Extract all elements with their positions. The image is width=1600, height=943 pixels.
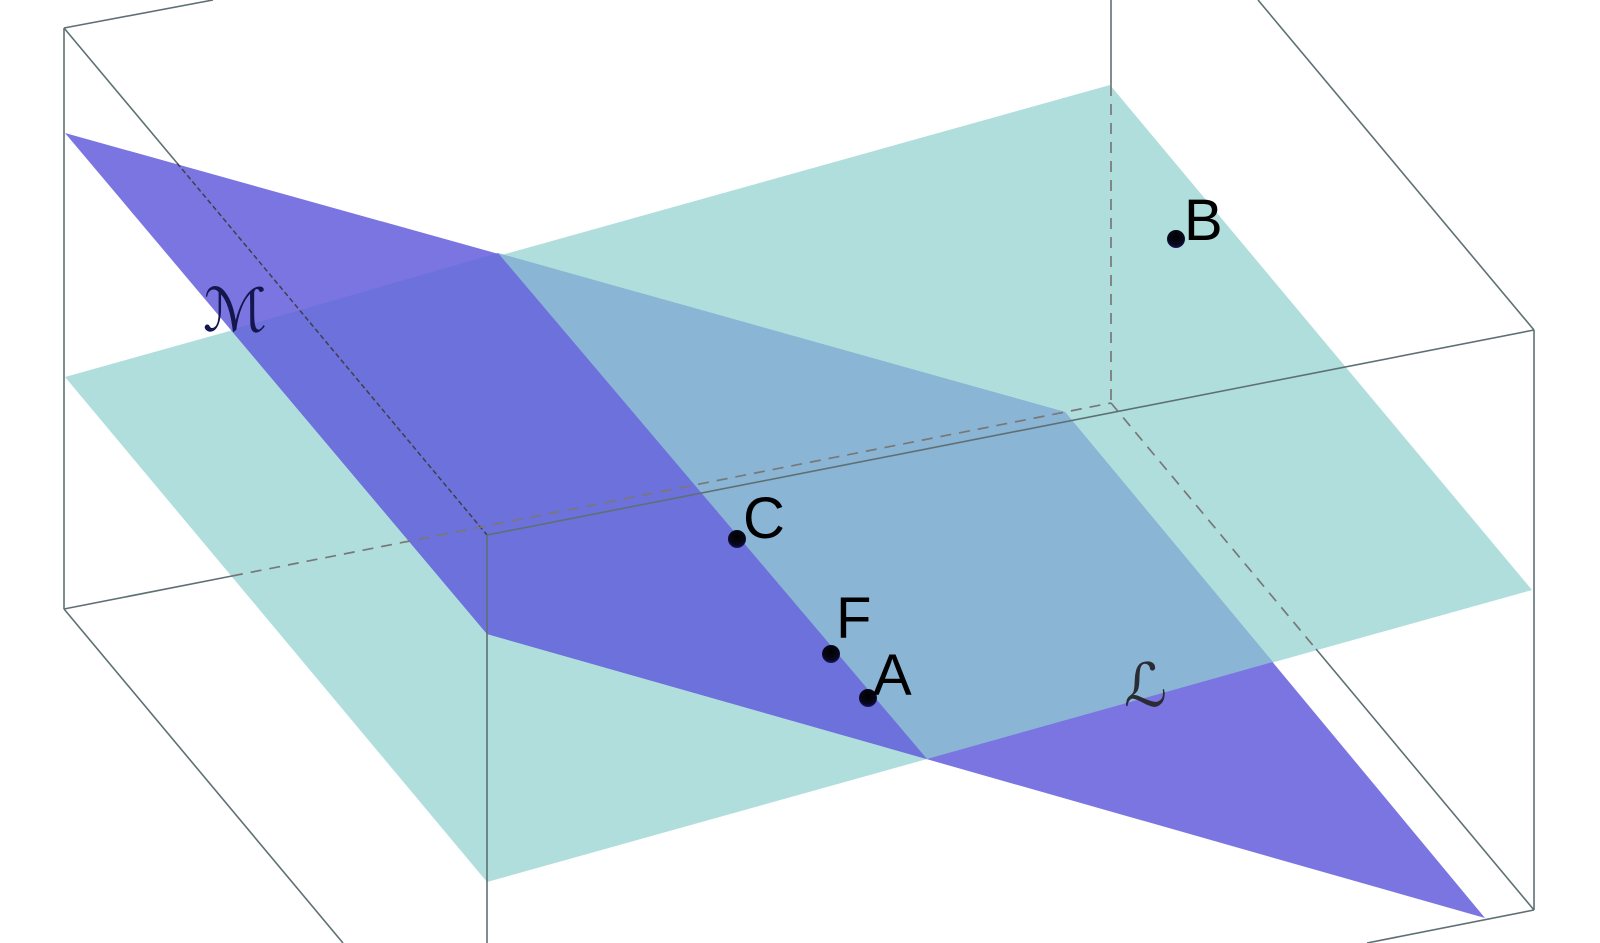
box-wireframe — [63, 0, 1535, 943]
point-F[interactable] — [822, 645, 840, 663]
box-edge — [486, 329, 1535, 536]
point-C[interactable] — [728, 530, 746, 548]
point-B[interactable] — [1167, 230, 1185, 248]
point-label-F: F — [836, 586, 871, 651]
box-hidden-edge-group — [231, 85, 1317, 650]
box-hidden-edge-group-dark — [176, 162, 488, 536]
box-edge-hidden — [231, 402, 1112, 577]
box-edge — [63, 0, 214, 29]
box-edge — [1257, 0, 1535, 331]
point-label-A: A — [873, 643, 912, 708]
box-edge — [1366, 909, 1535, 943]
planes-overlap-purple-front — [231, 253, 927, 759]
box-edge — [63, 608, 344, 943]
box-edge — [1315, 648, 1535, 911]
plane-l-label: ℒ — [1124, 651, 1167, 721]
point-label-C: C — [743, 486, 785, 551]
points-group: A B CF — [728, 188, 1223, 708]
point-A[interactable] — [859, 689, 877, 707]
box-edge — [63, 575, 233, 610]
point-label-B: B — [1184, 188, 1223, 253]
box-edge-hidden-behind-plane — [176, 162, 488, 536]
box-edge-hidden — [1110, 402, 1317, 650]
plane-m-label: ℳ — [203, 276, 267, 346]
box-edge — [63, 27, 178, 164]
planes-overlap-teal-front — [498, 253, 1273, 759]
